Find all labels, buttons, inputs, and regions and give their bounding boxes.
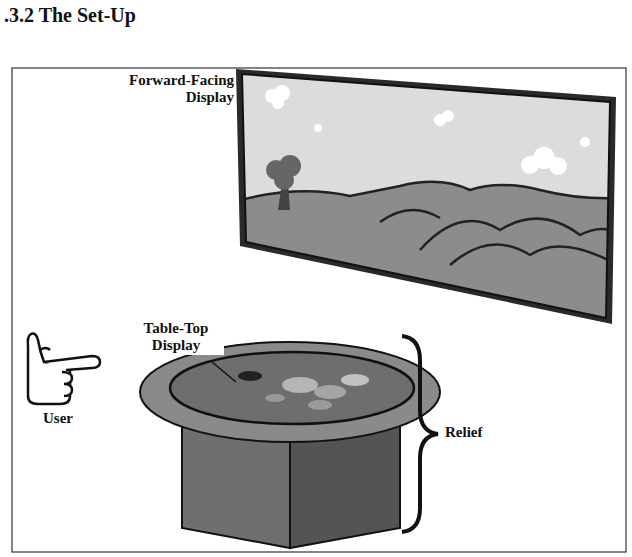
user-hand-icon <box>28 334 100 404</box>
display-label: Table-Top Display <box>128 320 224 355</box>
relief-label: Relief <box>443 424 527 441</box>
relief-brace <box>402 336 438 532</box>
display-label: Forward-Facing Display <box>92 72 236 107</box>
user-label: User <box>26 410 90 427</box>
leader-line <box>212 362 236 382</box>
figure-heading: .3.2 The Set-Up <box>4 4 136 27</box>
forward-display <box>230 60 630 330</box>
table-top-display <box>140 342 440 442</box>
